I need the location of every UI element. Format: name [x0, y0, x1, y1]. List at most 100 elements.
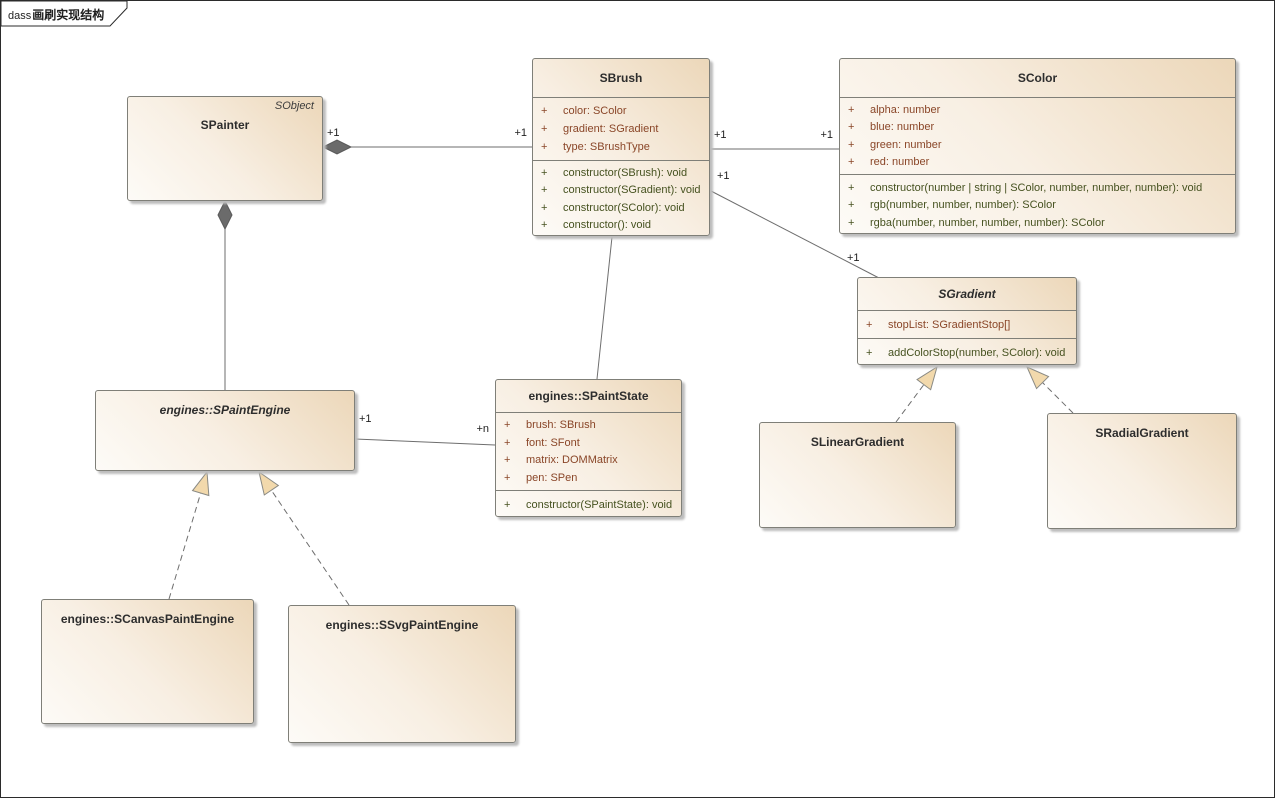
class-attributes-compartment: + stopList: SGradientStop[] [858, 310, 1076, 338]
method-row: + constructor(SBrush): void [533, 167, 709, 179]
method-text: constructor(number | string | SColor, nu… [870, 181, 1203, 194]
frame-tab-label: dass画刷实现结构 [8, 7, 104, 22]
connector-spainter-spaintengine[interactable] [217, 199, 233, 390]
generalization-arrowhead-icon [916, 365, 938, 391]
class-methods-compartment: + constructor(number | string | SColor, n… [840, 174, 1235, 235]
attribute-row: +pen: SPen [496, 472, 681, 484]
association-line [596, 236, 613, 380]
class-header: SRadialGradient [1048, 414, 1236, 440]
visibility-marker: + [848, 121, 855, 134]
attribute-row: +gradient: SGradient [533, 123, 709, 135]
class-attributes-compartment: +brush: SBrush+font: SFont+matrix: DOMMa… [496, 412, 681, 490]
attribute-row: +green: number [840, 139, 1235, 151]
class-box-spaintengine[interactable]: engines::SPaintEngine [95, 390, 355, 471]
visibility-marker: + [541, 201, 548, 214]
visibility-marker: + [541, 141, 548, 153]
attribute-row: + font: SFont [496, 437, 681, 449]
composition-diamond-icon [217, 199, 233, 231]
multiplicity-label: +1 [714, 129, 727, 141]
class-header: SColor [840, 59, 1235, 97]
class-header: engines::SPaintEngine [96, 391, 354, 417]
composition-diamond-icon [321, 139, 353, 155]
method-text: addColorStop(number, SColor): void [888, 346, 1066, 359]
method-text: constructor(SGradient): void [563, 184, 701, 197]
method-row: +rgb(number, number, number): SColor [840, 199, 1235, 211]
class-header: engines::SSvgPaintEngine [289, 606, 515, 632]
multiplicity-label: +1 [359, 413, 372, 425]
class-name: engines::SCanvasPaintEngine [60, 612, 235, 626]
class-methods-compartment: + constructor(SBrush): void + constructor(S… [533, 160, 709, 237]
connector-sbrush-sgradient[interactable]: +1+1 [710, 170, 880, 279]
connector-scanvaspaintengine-spaintengine[interactable] [168, 470, 210, 600]
attribute-text: red: number [870, 155, 930, 168]
class-box-ssvgpaintengine[interactable]: engines::SSvgPaintEngine [288, 605, 516, 743]
class-header: engines::SCanvasPaintEngine [42, 600, 253, 626]
class-attributes-compartment: +color: SColor+gradient: SGradient+type:… [533, 97, 709, 160]
class-box-slineargradient[interactable]: SLinearGradient [759, 422, 956, 528]
class-header: SGradient [858, 278, 1076, 310]
attribute-text: stopList: SGradientStop[] [888, 318, 1011, 331]
attribute-text: type: SBrushType [563, 141, 650, 153]
method-text: constructor(): void [563, 218, 652, 231]
method-row: + rgba(number, number, number, number): S… [840, 217, 1235, 229]
association-line [710, 190, 880, 279]
class-box-sgradient[interactable]: SGradient + stopList: SGradientStop[] + addC… [857, 277, 1077, 365]
visibility-marker: + [848, 155, 855, 168]
class-box-sradialgradient[interactable]: SRadialGradient [1047, 413, 1237, 529]
multiplicity-label: +n [476, 423, 489, 435]
visibility-marker: + [541, 167, 548, 180]
connector-spaintengine-spaintstate[interactable]: +1 +n [354, 413, 496, 446]
connector-slineargradient-sgradient[interactable] [895, 365, 938, 423]
visibility-marker: + [848, 216, 855, 229]
generalization-line [270, 489, 350, 606]
method-text: rgba(number, number, number, number): SC… [870, 216, 1105, 229]
visibility-marker: + [504, 436, 511, 449]
method-text: constructor(SBrush): void [563, 167, 688, 180]
visibility-marker: + [541, 218, 548, 231]
attribute-row: + blue: number [840, 121, 1235, 133]
class-name: engines::SPaintEngine [159, 403, 291, 417]
connector-spainter-sbrush[interactable]: +1+1 [321, 127, 532, 155]
attribute-row: +brush: SBrush [496, 419, 681, 431]
attribute-row: +alpha: number [840, 104, 1235, 116]
class-name: SPainter [200, 118, 250, 132]
method-row: + constructor(): void [533, 219, 709, 231]
class-box-scanvaspaintengine[interactable]: engines::SCanvasPaintEngine [41, 599, 254, 724]
visibility-marker: + [541, 123, 548, 135]
connector-sbrush-spaintstate[interactable] [596, 236, 613, 380]
generalization-arrowhead-icon [1026, 366, 1050, 390]
connector-ssvgpaintengine-spaintengine[interactable] [258, 470, 350, 606]
class-methods-compartment: + addColorStop(number, SColor): void [858, 338, 1076, 366]
visibility-marker: + [866, 318, 873, 331]
method-row: + constructor(SPaintState): void [496, 499, 681, 511]
connector-sradialgradient-sgradient[interactable] [1026, 366, 1074, 414]
attribute-text: blue: number [870, 121, 935, 134]
visibility-marker: + [504, 498, 511, 511]
method-text: constructor(SPaintState): void [526, 498, 673, 511]
multiplicity-label: +1 [327, 127, 340, 139]
attribute-text: font: SFont [526, 436, 580, 449]
class-box-scolor[interactable]: SColor +alpha: number + blue: number +green:… [839, 58, 1236, 234]
visibility-marker: + [848, 138, 855, 151]
connector-sbrush-scolor[interactable]: +1 +1 [710, 129, 839, 150]
stereotype-label: SObject [274, 100, 314, 112]
visibility-marker: + [866, 346, 873, 359]
attribute-text: color: SColor [563, 105, 627, 117]
visibility-marker: + [504, 454, 511, 467]
class-box-sbrush[interactable]: SBrush+color: SColor+gradient: SGradient… [532, 58, 710, 236]
visibility-marker: + [541, 105, 548, 117]
attribute-row: + stopList: SGradientStop[] [858, 319, 1076, 331]
multiplicity-label: +1 [820, 129, 833, 141]
class-header: SLinearGradient [760, 423, 955, 449]
class-box-spaintstate[interactable]: engines::SPaintState+brush: SBrush+font:… [495, 379, 682, 517]
method-row: + addColorStop(number, SColor): void [858, 347, 1076, 359]
method-text: rgb(number, number, number): SColor [870, 199, 1056, 211]
attribute-text: brush: SBrush [526, 419, 596, 432]
multiplicity-label: +1 [847, 252, 860, 264]
visibility-marker: + [541, 184, 548, 197]
generalization-arrowhead-icon [191, 470, 210, 497]
